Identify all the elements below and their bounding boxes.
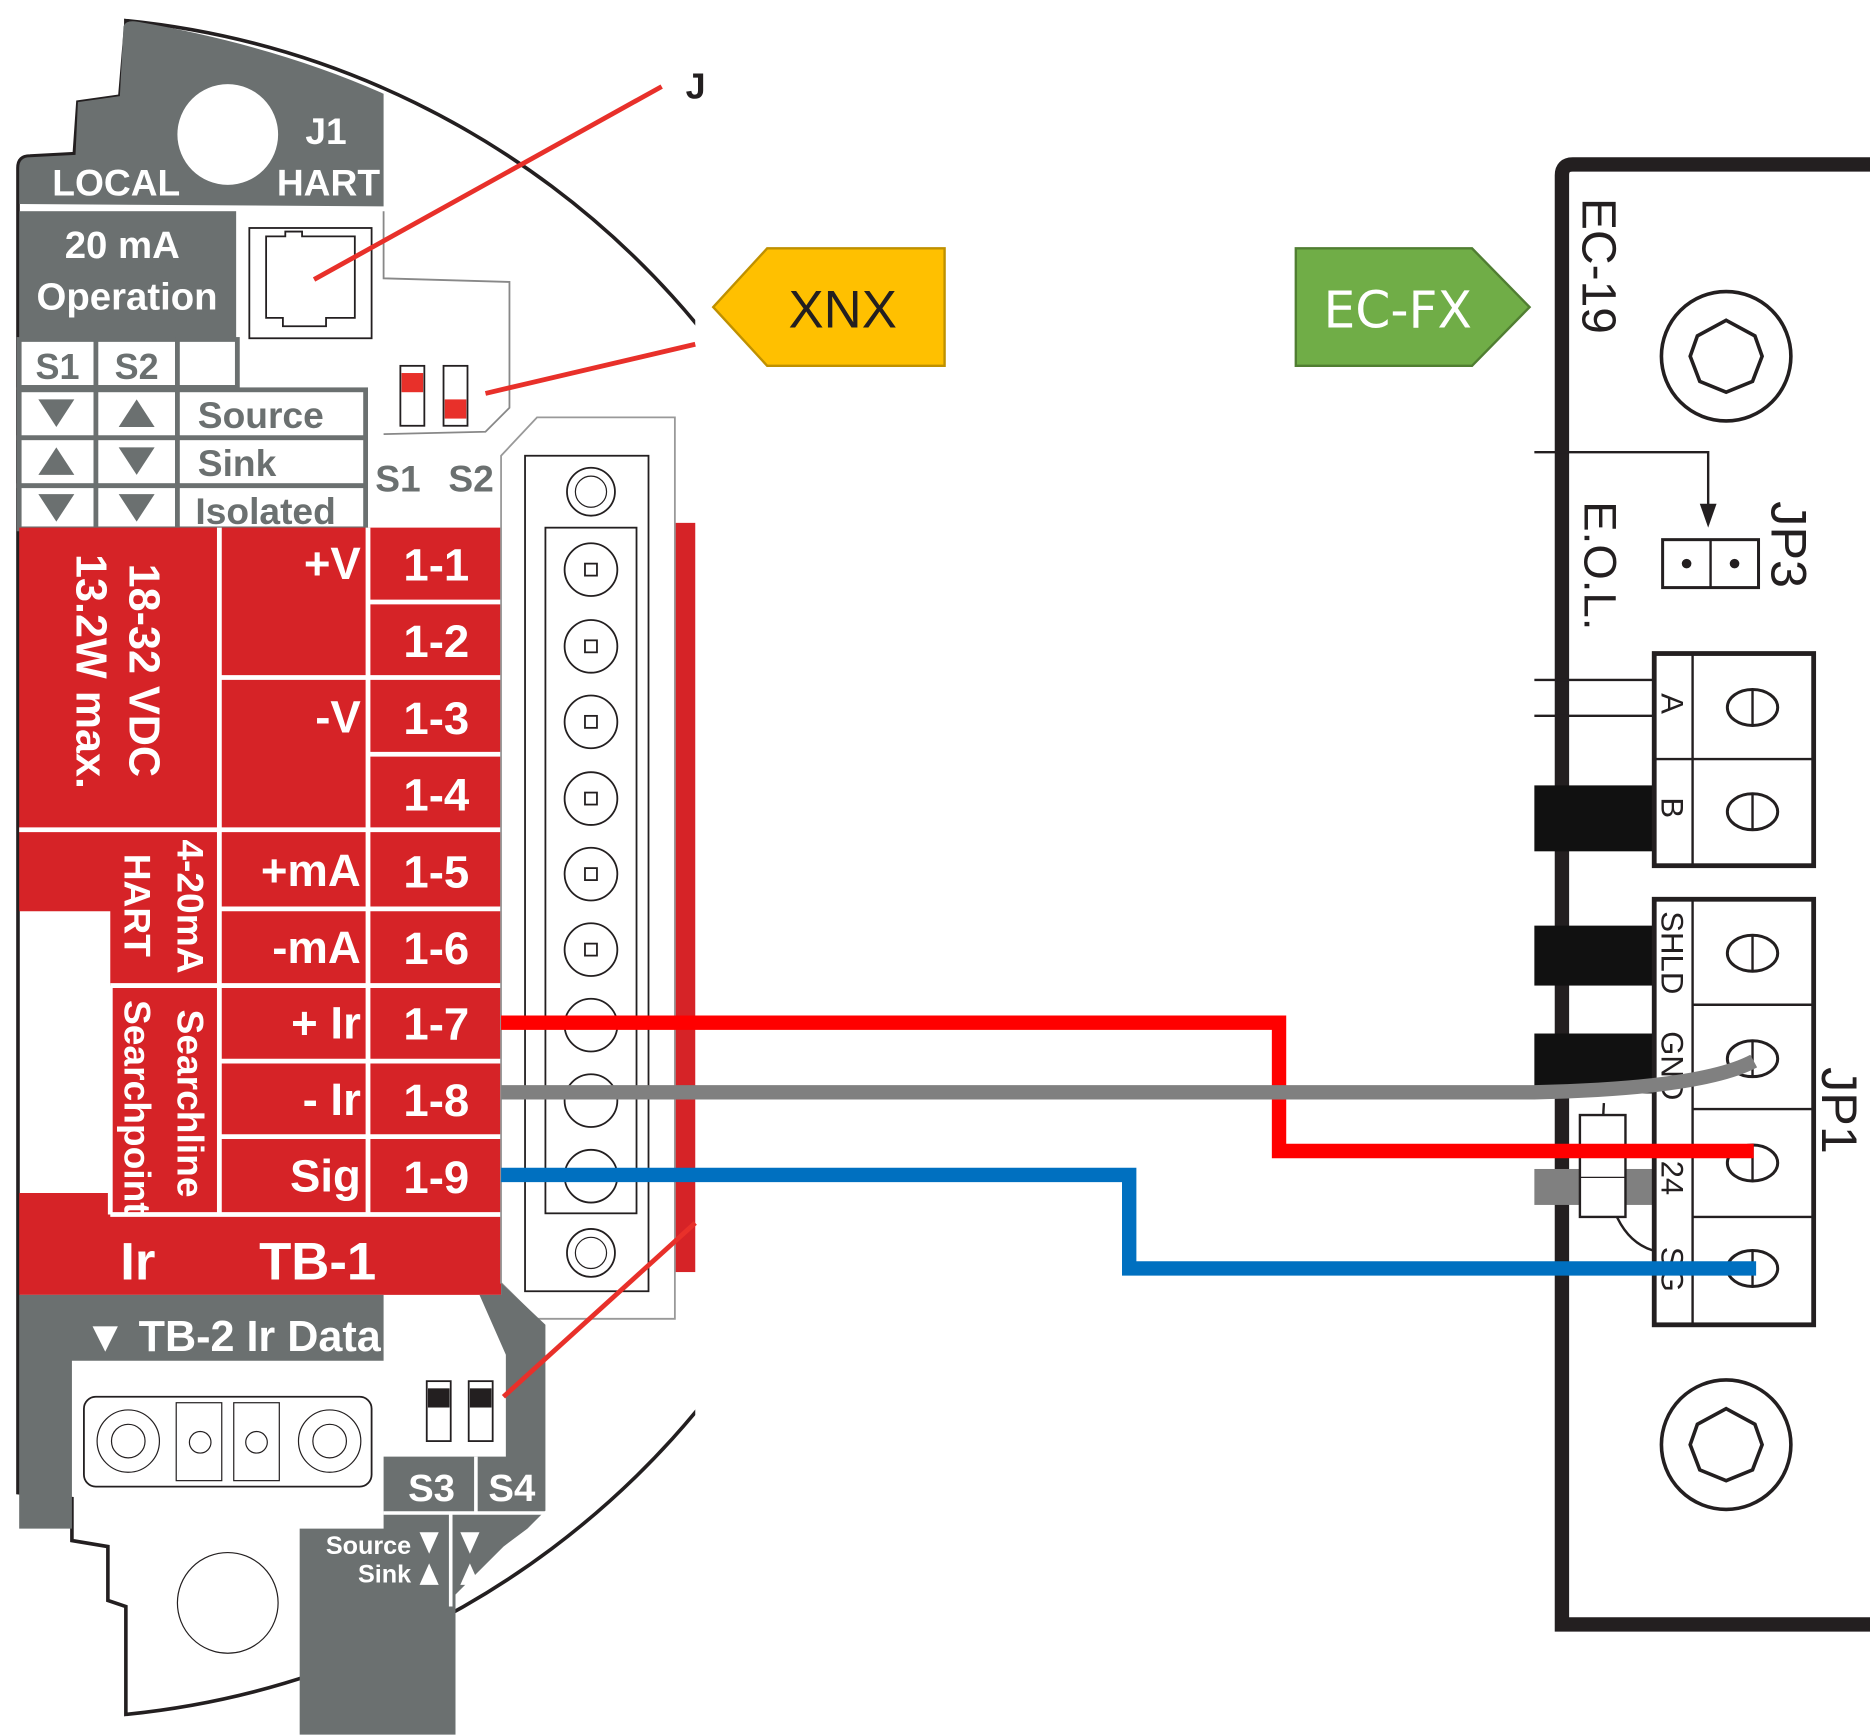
signal-label: -mA [272, 922, 361, 973]
dip-label-s2: S2 [448, 458, 493, 500]
mode-line1: 20 mA [65, 224, 180, 267]
output-line2: HART [117, 854, 159, 957]
hart-label: HART [277, 162, 380, 204]
pin-label: 1-8 [403, 1075, 469, 1126]
ecfx-tag: EC-FX [1294, 247, 1532, 368]
mount-screw [1659, 289, 1793, 423]
ec19-title: EC-19 [1571, 198, 1624, 334]
row-label-source: Source [198, 394, 324, 436]
signal-label: - Ir [303, 1074, 361, 1125]
signal-label: +mA [261, 845, 361, 896]
xnx-tag-label: XNX [788, 280, 896, 339]
arrow-down-icon [38, 399, 75, 427]
arrow-up-icon [460, 1563, 480, 1585]
pin-label: 1-2 [403, 616, 469, 667]
mount-hole-bottom [176, 1551, 279, 1654]
eol-label: E.O.L. [1575, 501, 1626, 630]
arrow-down-icon [460, 1532, 480, 1554]
tb1-label: TB-1 [259, 1232, 376, 1291]
ecfx-tag-label: EC-FX [1323, 280, 1472, 339]
sensor-line2: Searchpoint [117, 1000, 159, 1215]
arrow-down-icon [118, 447, 155, 475]
pin-label: 1-5 [403, 846, 469, 897]
dip-label-s1: S1 [375, 458, 420, 500]
xnx-board: LOCAL J1 HART 20 mA Operation S1 S2 Sour… [16, 18, 696, 1735]
connector-screw-bottom [566, 1228, 616, 1278]
pin-label: 1-1 [403, 539, 469, 590]
jp1-terminal-label: SHLD [1654, 911, 1689, 994]
s3-label: S3 [408, 1467, 455, 1510]
pin-label: 1-6 [403, 923, 469, 974]
mode-line2: Operation [37, 275, 218, 318]
j1-label: J1 [305, 110, 346, 152]
jp1-terminal-label: 24 [1654, 1161, 1689, 1196]
arrow-up-icon [118, 399, 155, 427]
callout-lines [312, 84, 697, 1399]
pin-label: 1-4 [403, 770, 469, 821]
s4-label: S4 [488, 1467, 536, 1510]
sensor-line1: Searchline [169, 1010, 211, 1198]
power-line1: 18-32 VDC [119, 564, 167, 777]
local-label: LOCAL [52, 162, 180, 204]
arrow-up-icon [419, 1563, 439, 1585]
arrow-down-icon [118, 494, 155, 522]
hart-connector[interactable] [248, 227, 373, 340]
terminal-grid [19, 527, 502, 1217]
row-label-isolated: Isolated [195, 490, 335, 532]
terminal-block-ab: A B [1651, 651, 1817, 869]
signal-label: +V [304, 538, 362, 589]
sink-label: Sink [358, 1561, 412, 1589]
terminal-screws [544, 526, 638, 1215]
wires [501, 1015, 1758, 1276]
wire-blue [501, 1167, 1757, 1276]
arrow-down-icon [38, 494, 75, 522]
terminal-labels: +V -V +mA -mA + Ir - Ir Sig 1-1 1-2 1-3 … [261, 538, 470, 1203]
mount-hole-top [177, 84, 279, 185]
ir-label: Ir [120, 1232, 155, 1291]
signal-label: + Ir [291, 997, 361, 1048]
terminal-a-label: A [1654, 693, 1689, 714]
tb2-connector [83, 1395, 373, 1488]
tb2-label: ▼ TB-2 Ir Data [84, 1313, 382, 1361]
power-line2: 13.2W max. [67, 554, 115, 789]
connector-screw-top [566, 466, 616, 517]
wire-gray [501, 1054, 1758, 1100]
ec19-board: EC-19 JP3 E.O.L. [1534, 157, 1870, 1632]
signal-label: -V [315, 692, 361, 743]
mount-screw [1659, 1378, 1793, 1512]
output-line1: 4-20mA [169, 839, 211, 973]
table-header-s2: S2 [115, 346, 159, 387]
terminal-b-label: B [1654, 797, 1689, 818]
terminal-block-jp1: SHLD GND 24 SG [1651, 896, 1817, 1328]
arrow-down-icon [419, 1532, 439, 1554]
pin-label: 1-7 [403, 999, 469, 1050]
jp3-label: JP3 [1761, 501, 1818, 588]
table-header-s1: S1 [36, 346, 80, 387]
arrow-down-icon [1699, 503, 1717, 528]
pin-label: 1-3 [403, 693, 469, 744]
source-label: Source [326, 1532, 411, 1560]
eol-resistor [1578, 1113, 1627, 1219]
xnx-tag: XNX [711, 247, 946, 368]
jp3-jumper[interactable] [1661, 538, 1761, 590]
arrow-up-icon [38, 447, 75, 475]
row-label-sink: Sink [198, 442, 277, 484]
jp1-label: JP1 [1811, 1067, 1868, 1154]
signal-label: Sig [290, 1151, 361, 1202]
tb2-gray-area [19, 1294, 384, 1529]
switch-arrows [38, 399, 155, 522]
pin-label: 1-9 [403, 1152, 469, 1203]
svg-text:J: J [686, 66, 706, 107]
